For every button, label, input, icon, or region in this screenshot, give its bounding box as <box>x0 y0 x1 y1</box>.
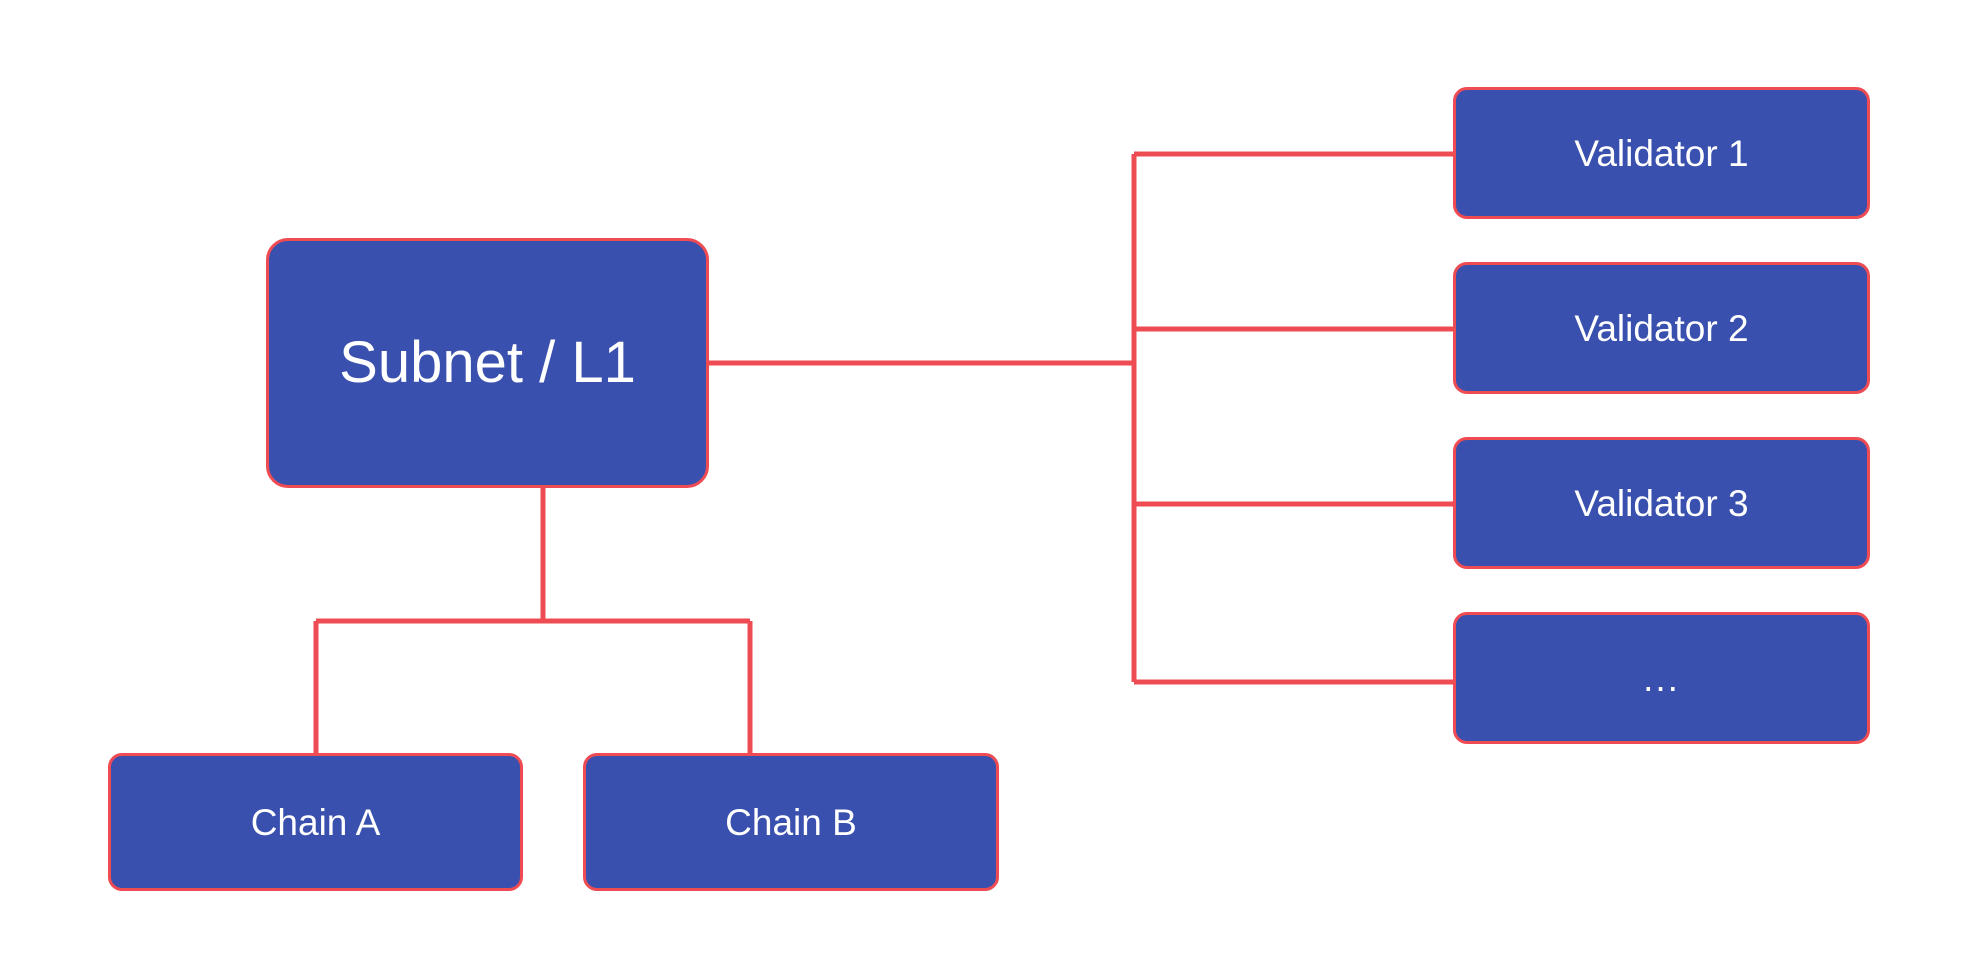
node-validator-1[interactable]: Validator 1 <box>1453 87 1870 219</box>
node-validator-more-label: ... <box>1643 657 1680 699</box>
node-validator-1-label: Validator 1 <box>1574 132 1749 174</box>
node-chain-b[interactable]: Chain B <box>583 753 999 891</box>
node-validator-2-label: Validator 2 <box>1574 307 1749 349</box>
node-validator-more[interactable]: ... <box>1453 612 1870 744</box>
node-chain-b-label: Chain B <box>725 801 857 843</box>
node-validator-2[interactable]: Validator 2 <box>1453 262 1870 394</box>
node-chain-a-label: Chain A <box>250 801 381 843</box>
node-validator-3-label: Validator 3 <box>1574 482 1749 524</box>
node-subnet-l1-label: Subnet / L1 <box>339 330 636 395</box>
node-subnet-l1[interactable]: Subnet / L1 <box>266 238 709 488</box>
node-chain-a[interactable]: Chain A <box>108 753 523 891</box>
node-validator-3[interactable]: Validator 3 <box>1453 437 1870 569</box>
